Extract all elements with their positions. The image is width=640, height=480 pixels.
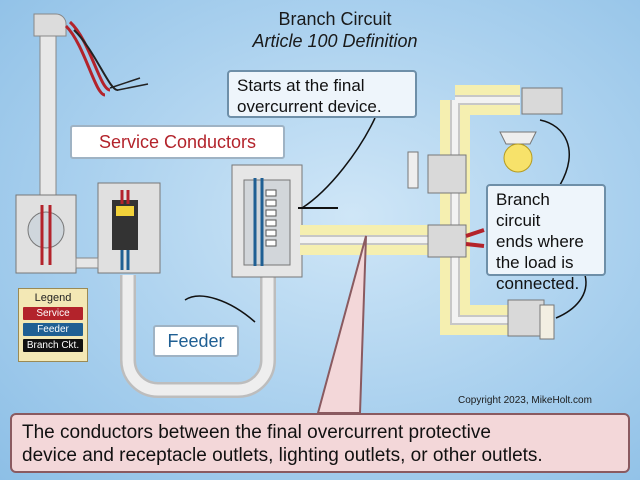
definition-line-1: The conductors between the final overcur…	[22, 422, 491, 443]
lighting-outlet	[499, 131, 537, 173]
diagram-title: Branch Circuit Article 100 Definition	[210, 8, 460, 52]
junction-boxes	[407, 87, 563, 340]
ends-line-3: the load is	[496, 253, 574, 272]
feeder-conduit	[120, 270, 276, 398]
callout-arrows	[184, 117, 587, 323]
legend-service: Service	[23, 307, 83, 320]
service-conductors-label: Service Conductors	[70, 125, 285, 159]
subtitle-text: Article 100 Definition	[252, 31, 418, 51]
ends-line-2: ends where	[496, 232, 584, 251]
starts-line-2: overcurrent device.	[237, 97, 382, 116]
legend-branch: Branch Ckt.	[23, 339, 83, 352]
ends-callout: Branch circuit ends where the load is co…	[486, 184, 606, 293]
service-disconnect	[97, 182, 161, 274]
ends-line-1: Branch circuit	[496, 190, 550, 230]
panelboard	[231, 164, 303, 278]
copyright: Copyright 2023, MikeHolt.com	[458, 395, 592, 406]
starts-callout: Starts at the final overcurrent device.	[227, 70, 417, 118]
service-nipple	[75, 257, 99, 269]
service-mast	[33, 13, 149, 198]
legend-feeder: Feeder	[23, 323, 83, 336]
definition-pointer	[316, 235, 367, 414]
definition-box: The conductors between the final overcur…	[10, 413, 630, 473]
definition-line-2: device and receptacle outlets, lighting …	[22, 445, 543, 466]
feeder-label: Feeder	[153, 325, 239, 357]
meter-enclosure	[15, 194, 77, 274]
title-text: Branch Circuit	[278, 9, 392, 29]
starts-line-1: Starts at the final	[237, 76, 365, 95]
legend-title: Legend	[34, 292, 72, 304]
ends-line-4: connected.	[496, 274, 580, 293]
legend: Legend Service Feeder Branch Ckt.	[18, 288, 88, 362]
